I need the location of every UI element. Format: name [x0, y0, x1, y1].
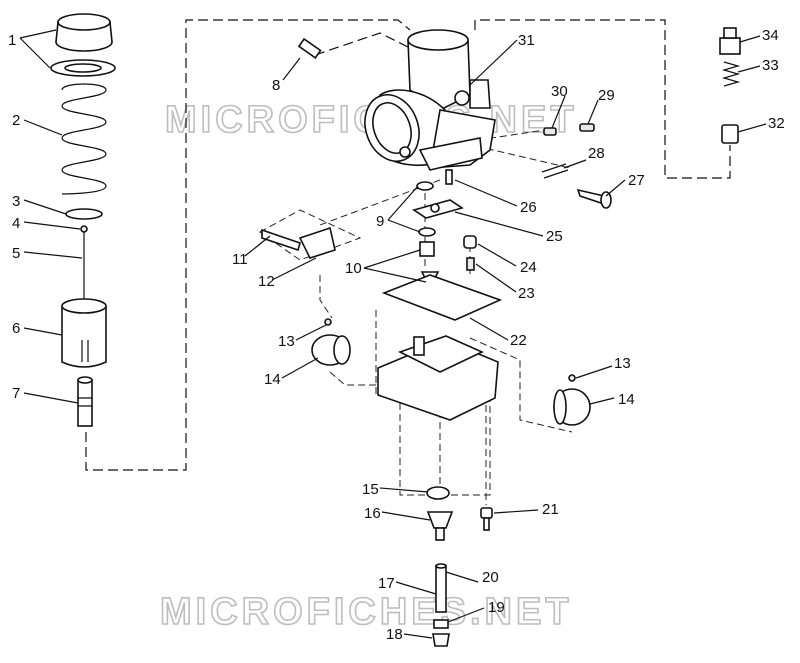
cap-part	[50, 13, 116, 77]
callout-8: 8	[272, 77, 280, 94]
callout-14-right: 14	[618, 391, 635, 408]
callout-1: 1	[8, 32, 16, 49]
float-part	[261, 226, 336, 259]
callout-17: 17	[378, 575, 395, 592]
bowl-screw-part	[480, 507, 493, 531]
callout-15: 15	[362, 481, 379, 498]
callout-7: 7	[12, 385, 20, 402]
callout-12: 12	[258, 273, 275, 290]
callout-30: 30	[551, 83, 568, 100]
callout-29: 29	[598, 87, 615, 104]
parts	[50, 13, 741, 647]
callout-5: 5	[12, 245, 20, 262]
spring-part	[61, 83, 107, 195]
throttle-valve-part	[61, 298, 107, 368]
needle-holder-part	[77, 376, 93, 427]
callout-2: 2	[12, 112, 20, 129]
watermark-bottom: MICROFICHES.NET	[160, 591, 573, 633]
cap-right-part	[553, 374, 591, 426]
cap-left-part	[311, 318, 351, 366]
float-bowl-part	[377, 335, 499, 421]
carb-body-part	[364, 29, 496, 171]
callout-14-left: 14	[264, 371, 281, 388]
callout-10: 10	[345, 260, 362, 277]
callout-28: 28	[588, 145, 605, 162]
callouts: 1 2 3 4 5 6 7 8 9 10 11 12 13 13 14 14 1…	[8, 27, 785, 643]
washer-9a	[416, 181, 434, 191]
callout-23: 23	[518, 285, 535, 302]
pin-part	[297, 37, 322, 59]
callout-26: 26	[520, 199, 537, 216]
callout-13-left: 13	[278, 333, 295, 350]
main-jet-stack	[432, 563, 450, 647]
callout-27: 27	[628, 172, 645, 189]
screws-part	[541, 123, 612, 209]
leader-lines	[19, 29, 767, 639]
washer-9b	[418, 227, 436, 237]
callout-19: 19	[488, 599, 505, 616]
callout-16: 16	[364, 505, 381, 522]
callout-24: 24	[520, 259, 537, 276]
callout-4: 4	[12, 215, 20, 232]
callout-31: 31	[518, 32, 535, 49]
callout-33: 33	[762, 57, 779, 74]
small-parts	[412, 169, 477, 271]
callout-3: 3	[12, 193, 20, 210]
callout-18: 18	[386, 626, 403, 643]
callout-25: 25	[546, 228, 563, 245]
fitting-part	[719, 27, 741, 144]
callout-9: 9	[376, 213, 384, 230]
callout-6: 6	[12, 320, 20, 337]
callout-22: 22	[510, 332, 527, 349]
callout-21: 21	[542, 501, 559, 518]
callout-34: 34	[762, 27, 779, 44]
callout-20: 20	[482, 569, 499, 586]
callout-32: 32	[768, 115, 785, 132]
drain-plug-part	[426, 511, 454, 541]
gasket-part	[381, 274, 503, 321]
clip-part	[80, 225, 88, 233]
callout-11: 11	[232, 251, 248, 268]
retainer-part	[65, 208, 103, 220]
callout-13-right: 13	[614, 355, 631, 372]
o-ring-part	[426, 486, 450, 500]
